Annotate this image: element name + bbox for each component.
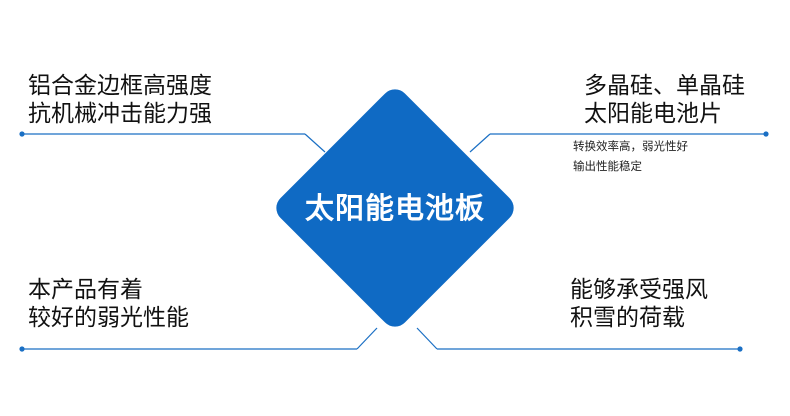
connector-bottom-right [416, 327, 743, 352]
feature-line: 积雪的荷载 [570, 305, 685, 331]
connector-dot [19, 131, 25, 137]
feature-line: 能够承受强风 [570, 277, 708, 303]
feature-line: 较好的弱光性能 [28, 305, 189, 331]
center-diamond [276, 89, 514, 327]
feature-top-right: 多晶硅、单晶硅 太阳能电池片 [584, 72, 745, 128]
detail-line: 转换效率高，弱光性好 [573, 139, 688, 153]
diamond-shape [276, 89, 514, 327]
connector-dot [19, 346, 25, 352]
connector-bottom-left [19, 327, 378, 352]
feature-line: 太阳能电池片 [584, 101, 722, 127]
feature-line: 抗机械冲击能力强 [28, 101, 212, 127]
feature-line: 多晶硅、单晶硅 [584, 73, 745, 99]
feature-top-left: 铝合金边框高强度 抗机械冲击能力强 [28, 72, 212, 128]
connector-top-right [469, 131, 769, 153]
feature-line: 铝合金边框高强度 [28, 73, 212, 99]
connector-dot [763, 131, 769, 137]
feature-bottom-right: 能够承受强风 积雪的荷载 [570, 276, 708, 332]
feature-bottom-left: 本产品有着 较好的弱光性能 [28, 276, 189, 332]
detail-line: 输出性能稳定 [573, 159, 642, 173]
connector-dot [737, 346, 743, 352]
feature-top-right-detail: 转换效率高，弱光性好 输出性能稳定 [573, 136, 688, 176]
feature-line: 本产品有着 [28, 277, 143, 303]
connector-top-left [19, 131, 326, 153]
center-title: 太阳能电池板 [304, 191, 485, 225]
